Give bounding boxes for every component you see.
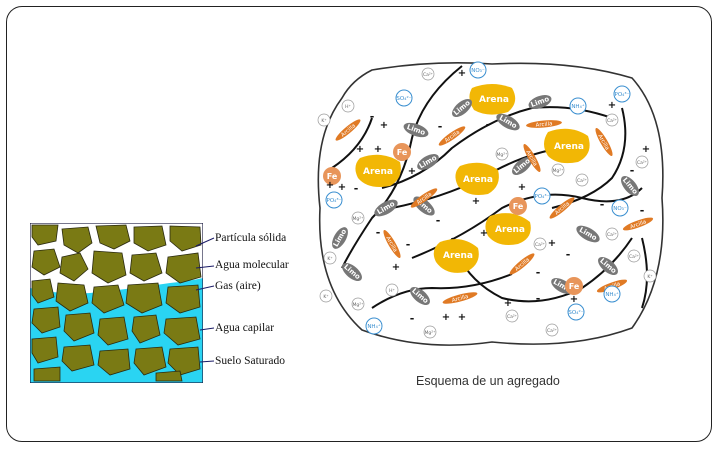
charge-minus-2: - — [486, 118, 491, 131]
ion-mg-4: Mg²⁺ — [353, 302, 365, 308]
ion-k-4: K⁺ — [647, 274, 653, 280]
charge-minus-8: - — [376, 226, 381, 239]
charge-plus-17: + — [548, 238, 556, 249]
charge-plus-8: + — [518, 182, 526, 193]
charge-plus-3: + — [338, 182, 346, 193]
charge-plus-10: + — [480, 228, 488, 239]
ion-ca-3: Ca²⁺ — [577, 178, 588, 184]
aggregate-schematic: Arena Arena Arena Arena Arena Arena Lim — [312, 58, 672, 353]
ion-ca-1: Ca²⁺ — [423, 72, 434, 78]
charge-minus-1: - — [370, 110, 375, 123]
ion-mg-5: Mg²⁺ — [425, 330, 437, 336]
charge-minus-4: - — [640, 204, 645, 217]
iron-label-4: Fe — [569, 282, 580, 291]
charge-minus-6: - — [354, 182, 359, 195]
ion-h-2: H⁺ — [389, 288, 395, 294]
label-gas: Gas (aire) — [215, 280, 261, 292]
ion-ca-9: Ca²⁺ — [547, 328, 558, 334]
ion-mg-3: Mg²⁺ — [353, 216, 365, 222]
ion-po4-3: PO₄³⁻ — [535, 193, 550, 200]
ion-ca-7: Ca²⁺ — [629, 254, 640, 260]
iron-label-3: Fe — [513, 202, 524, 211]
charge-minus-13: - — [566, 248, 571, 261]
sand-label-5: Arena — [495, 225, 525, 235]
label-saturated-soil: Suelo Saturado — [215, 355, 285, 367]
ion-ca-8: Ca²⁺ — [507, 314, 518, 320]
ion-k-3: K⁺ — [323, 294, 329, 300]
ion-nh4-2: NH₄⁺ — [367, 323, 380, 330]
charge-plus-18: + — [504, 298, 512, 309]
charge-plus-9: + — [608, 100, 616, 111]
clay-label-3: Arcilla — [535, 121, 552, 128]
charge-minus-9: - — [436, 214, 441, 227]
charge-plus-13: + — [442, 312, 450, 323]
clay-label-8: Arcilla — [629, 219, 647, 230]
charge-plus-6: + — [408, 166, 416, 177]
charge-plus-7: + — [380, 120, 388, 131]
ion-k-1: K⁺ — [321, 118, 327, 124]
charge-plus-12: + — [392, 262, 400, 273]
charge-minus-14: - — [630, 164, 635, 177]
ion-po4-1: PO₄³⁻ — [615, 91, 630, 98]
ion-ca-2: Ca²⁺ — [607, 118, 618, 124]
ion-no3-1: NO₃⁻ — [471, 68, 485, 74]
ion-ca-4: Ca²⁺ — [637, 160, 648, 166]
ion-k-2: K⁺ — [327, 256, 333, 262]
charge-plus-4: + — [356, 144, 364, 155]
ion-mg-1: Mg²⁺ — [497, 152, 509, 158]
ion-mg-2: Mg²⁺ — [553, 168, 565, 174]
ion-ca-5: Ca²⁺ — [535, 242, 546, 248]
iron-label-1: Fe — [397, 148, 408, 157]
iron-label-2: Fe — [327, 172, 338, 181]
charge-minus-11: - — [410, 312, 415, 325]
sand-label-1: Arena — [479, 95, 509, 105]
charge-plus-1: + — [458, 68, 466, 79]
sand-label-3: Arena — [363, 167, 393, 177]
charge-plus-2: + — [326, 180, 334, 191]
charge-plus-15: + — [570, 294, 578, 305]
sand-label-4: Arena — [463, 175, 493, 185]
charge-minus-12: - — [536, 292, 541, 305]
ion-nh4-3: NH₄⁺ — [605, 291, 618, 298]
ion-ca-6: Ca²⁺ — [607, 232, 618, 238]
ion-po4-2: PO₄³⁻ — [327, 197, 342, 204]
charge-plus-5: + — [374, 144, 382, 155]
charge-plus-14: + — [458, 312, 466, 323]
label-capillary-water: Agua capilar — [215, 322, 275, 334]
ion-so4-2: SO₄²⁻ — [568, 309, 583, 316]
ion-no3-2: NO₃⁻ — [613, 206, 627, 212]
charge-minus-7: - — [406, 238, 411, 251]
sand-label-2: Arena — [554, 142, 584, 152]
ion-nh4-1: NH₄⁺ — [571, 103, 584, 110]
sand-label-6: Arena — [443, 251, 473, 261]
charge-plus-11: + — [472, 196, 480, 207]
charge-minus-5: - — [600, 198, 605, 211]
soil-pore-diagram — [30, 223, 203, 383]
charge-minus-3: - — [438, 120, 443, 133]
charge-plus-16: + — [642, 144, 650, 155]
ion-so4-1: SO₄²⁻ — [396, 95, 411, 102]
charge-minus-10: - — [536, 266, 541, 279]
clay-label-11: Arcilla — [451, 294, 469, 304]
ion-h-1: H⁺ — [345, 104, 351, 110]
label-molecular-water: Agua molecular — [215, 259, 289, 271]
label-solid-particle: Partícula sólida — [215, 232, 287, 244]
aggregate-caption: Esquema de un agregado — [416, 374, 560, 388]
